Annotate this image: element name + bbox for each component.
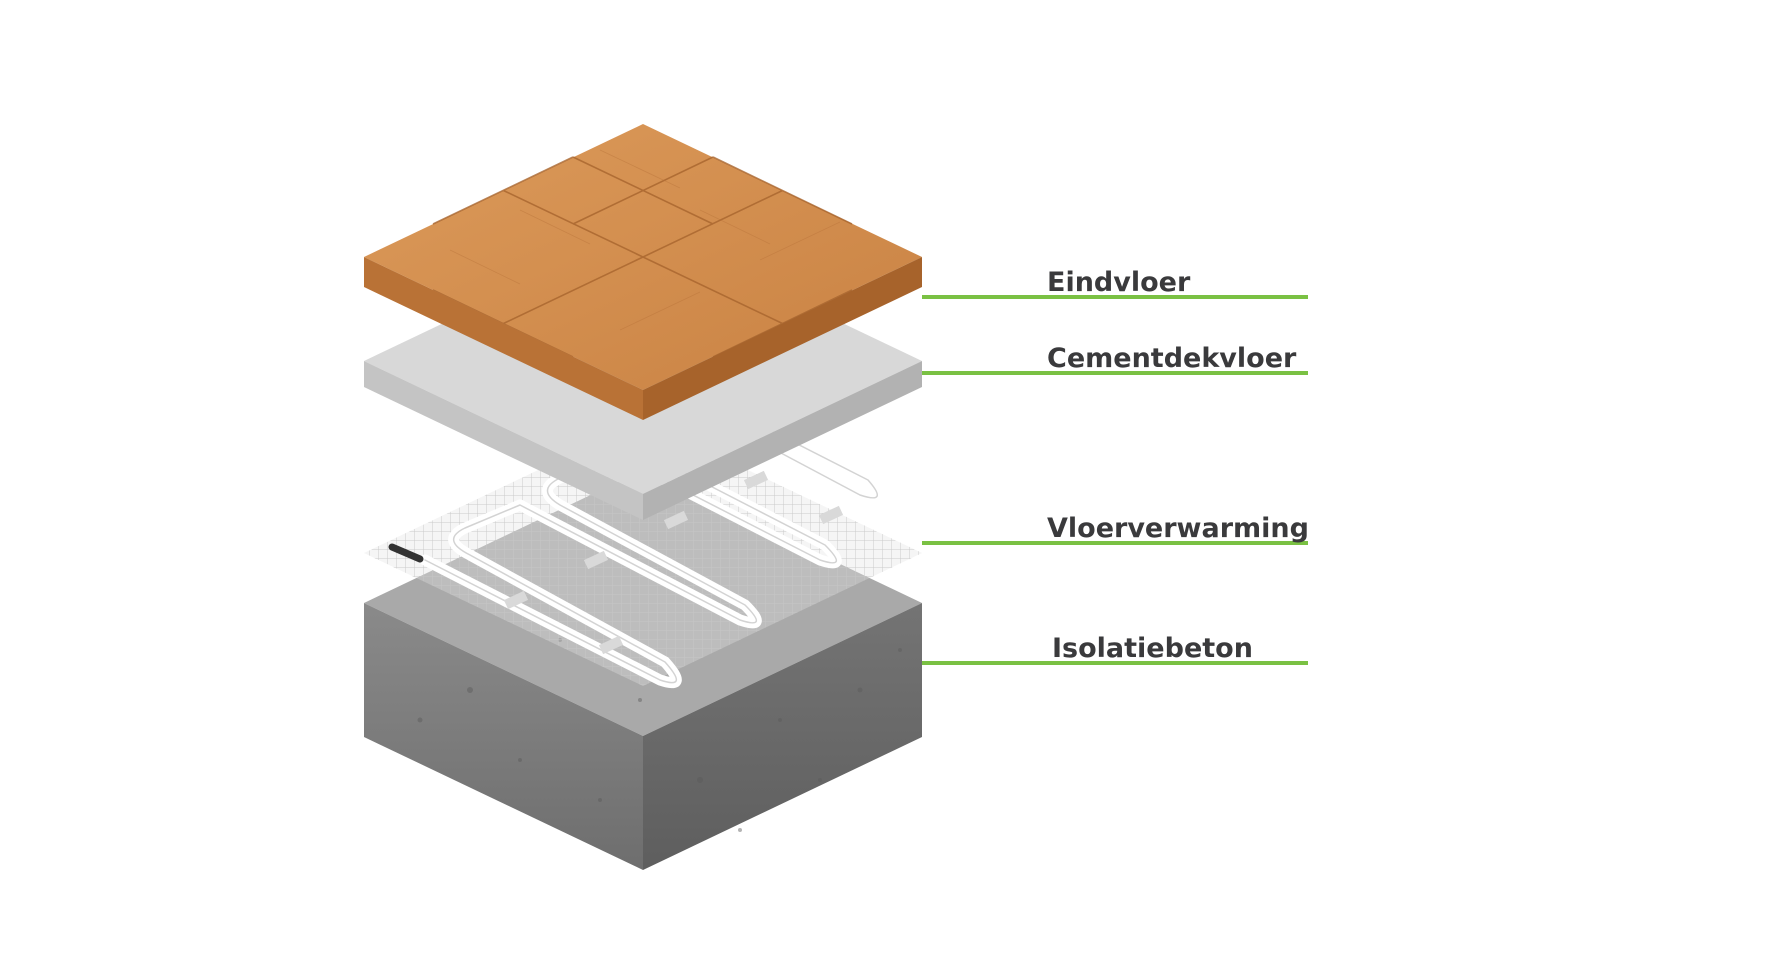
label-isolatiebeton: Isolatiebeton bbox=[1052, 633, 1253, 664]
label-vloerverwarming: Vloerverwarming bbox=[1047, 513, 1309, 544]
label-cementdekvloer: Cementdekvloer bbox=[1047, 343, 1297, 374]
label-eindvloer: Eindvloer bbox=[1047, 267, 1191, 298]
